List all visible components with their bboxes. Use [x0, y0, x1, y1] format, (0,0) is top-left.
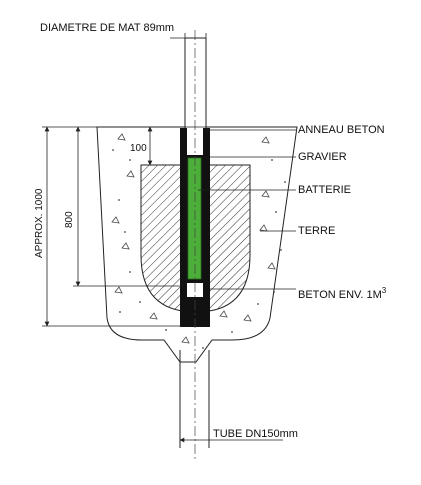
- mast-tube: [184, 37, 207, 134]
- mast-diameter-label: DIAMETRE DE MAT 89mm: [40, 22, 174, 34]
- dim-800-label: 800: [64, 211, 75, 228]
- label-terre: TERRE: [298, 225, 335, 237]
- label-batterie: BATTERIE: [298, 184, 351, 196]
- label-beton-env-exponent: 3: [382, 286, 387, 295]
- concrete-dots: [112, 149, 286, 349]
- battery: [187, 157, 202, 280]
- label-gravier: GRAVIER: [298, 151, 347, 163]
- label-beton-env-text: BETON ENV. 1M: [298, 289, 382, 301]
- label-beton-env: BETON ENV. 1M3: [298, 286, 387, 301]
- sleeve-bottom-inner: [187, 289, 203, 297]
- concrete-aggregate: [111, 133, 276, 344]
- dim-100-label: 100: [130, 143, 147, 154]
- label-tube: TUBE DN150mm: [213, 428, 298, 440]
- dim-approx-1000-label: APPROX. 1000: [34, 188, 45, 258]
- label-anneau-beton: ANNEAU BETON: [298, 124, 385, 136]
